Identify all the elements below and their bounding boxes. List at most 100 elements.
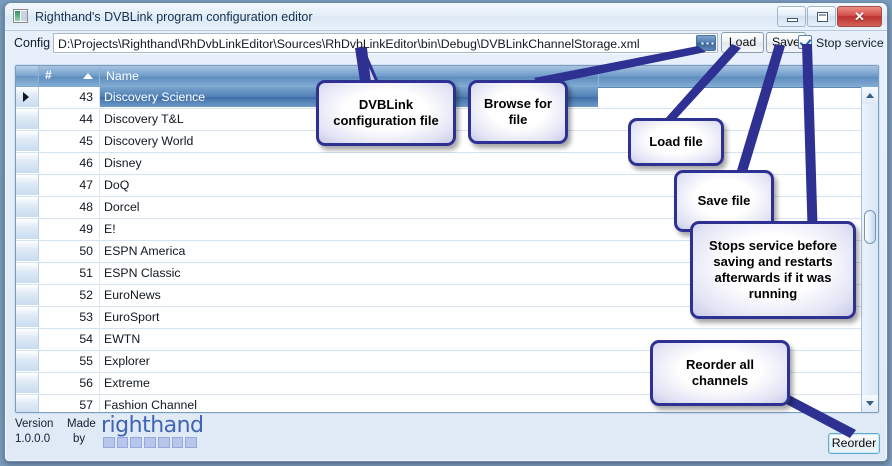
table-row[interactable]: 54 EWTN [16, 329, 878, 351]
row-header[interactable] [16, 219, 39, 239]
column-header-number[interactable]: # [39, 66, 100, 86]
row-header[interactable] [16, 373, 39, 393]
callout-pointer-stop-service [802, 44, 818, 242]
cell-number: 57 [39, 395, 100, 412]
scroll-down-button[interactable] [862, 395, 878, 412]
row-header[interactable] [16, 175, 39, 195]
righthand-logo: righthand [101, 413, 204, 449]
cell-name: Fashion Channel [104, 398, 197, 412]
row-header[interactable] [16, 153, 39, 173]
row-header[interactable] [16, 351, 39, 371]
window-title: Righthand's DVBLink program configuratio… [35, 10, 313, 24]
browse-ellipsis-icon[interactable] [696, 35, 716, 51]
callout-pointer-load [648, 44, 741, 142]
row-header[interactable] [16, 241, 39, 261]
scroll-up-button[interactable] [862, 87, 878, 104]
column-header-name-label: Name [106, 69, 139, 83]
row-header[interactable] [16, 87, 39, 107]
restore-button[interactable] [807, 6, 836, 27]
cell-number: 47 [39, 175, 100, 195]
row-header[interactable] [16, 307, 39, 327]
table-row[interactable]: 55 Explorer [16, 351, 878, 373]
cell-name: Disney [104, 156, 142, 170]
app-window-icon [13, 9, 28, 23]
callout-text: Save file [697, 192, 751, 208]
config-path-value: D:\Projects\Righthand\RhDvbLinkEditor\So… [58, 37, 640, 51]
grid-corner-header[interactable] [16, 66, 39, 86]
cell-number: 46 [39, 153, 100, 173]
row-header[interactable] [16, 285, 39, 305]
row-header[interactable] [16, 109, 39, 129]
cell-number: 50 [39, 241, 100, 261]
table-row[interactable]: 51 ESPN Classic [16, 263, 878, 285]
cell-name: EuroSport [104, 310, 160, 324]
status-footer: Version 1.0.0.0 Made by righthand Reorde… [5, 413, 887, 461]
restore-icon [817, 12, 828, 22]
cell-name: Dorcel [104, 200, 140, 214]
chevron-down-icon [866, 401, 874, 406]
minimize-button[interactable] [777, 6, 806, 27]
cell-number: 56 [39, 373, 100, 393]
close-button[interactable]: ✕ [837, 6, 882, 27]
table-row[interactable]: 45 Discovery World [16, 131, 878, 153]
callout-stop-service: Stops service before saving and restarts… [690, 221, 856, 319]
cell-number: 54 [39, 329, 100, 349]
table-row[interactable]: 57 Fashion Channel [16, 395, 878, 412]
row-header[interactable] [16, 329, 39, 349]
reorder-button[interactable]: Reorder [828, 433, 880, 454]
version-value: 1.0.0.0 [15, 433, 51, 445]
current-row-arrow-icon [23, 92, 29, 102]
cell-name: Discovery T&L [104, 112, 184, 126]
cell-number: 55 [39, 351, 100, 371]
cell-name: Extreme [104, 376, 150, 390]
row-header[interactable] [16, 263, 39, 283]
cell-number: 43 [39, 87, 100, 107]
row-header[interactable] [16, 131, 39, 151]
scrollbar-thumb[interactable] [864, 210, 876, 244]
grid-header-row: # Name [16, 66, 878, 88]
stop-service-label: Stop service [816, 36, 884, 50]
window-controls: ✕ [776, 6, 882, 27]
config-label: Config [14, 36, 51, 50]
cell-number: 48 [39, 197, 100, 217]
column-header-name[interactable]: Name [100, 66, 599, 86]
cell-name: ESPN Classic [104, 266, 181, 280]
righthand-logo-text: righthand [101, 413, 204, 438]
cell-number: 51 [39, 263, 100, 283]
cell-number: 53 [39, 307, 100, 327]
cell-number: 52 [39, 285, 100, 305]
table-row[interactable]: 56 Extreme [16, 373, 878, 395]
righthand-logo-squares [103, 437, 198, 448]
column-header-number-label: # [45, 68, 52, 82]
grid-vertical-scrollbar[interactable] [861, 87, 878, 412]
table-row[interactable]: 48 Dorcel [16, 197, 878, 219]
row-header[interactable] [16, 395, 39, 412]
config-toolbar: Config D:\Projects\Righthand\RhDvbLinkEd… [5, 30, 887, 57]
cell-name: Discovery World [104, 134, 194, 148]
table-row[interactable]: 46 Disney [16, 153, 878, 175]
table-row[interactable]: 47 DoQ [16, 175, 878, 197]
row-header[interactable] [16, 197, 39, 217]
cell-name: ESPN America [104, 244, 186, 258]
cell-name: Explorer [104, 354, 150, 368]
sort-ascending-icon [83, 73, 93, 79]
table-row[interactable]: 50 ESPN America [16, 241, 878, 263]
config-path-input[interactable]: D:\Projects\Righthand\RhDvbLinkEditor\So… [53, 33, 718, 53]
table-row[interactable]: 53 EuroSport [16, 307, 878, 329]
version-label: Version [15, 418, 54, 430]
cell-name: EWTN [104, 332, 141, 346]
minimize-icon [787, 18, 798, 22]
cell-name: DoQ [104, 178, 130, 192]
cell-name: E! [104, 222, 116, 236]
made-by-label: by [73, 433, 86, 445]
chevron-up-icon [866, 93, 874, 98]
cell-number: 45 [39, 131, 100, 151]
callout-load: Load file [628, 118, 724, 166]
